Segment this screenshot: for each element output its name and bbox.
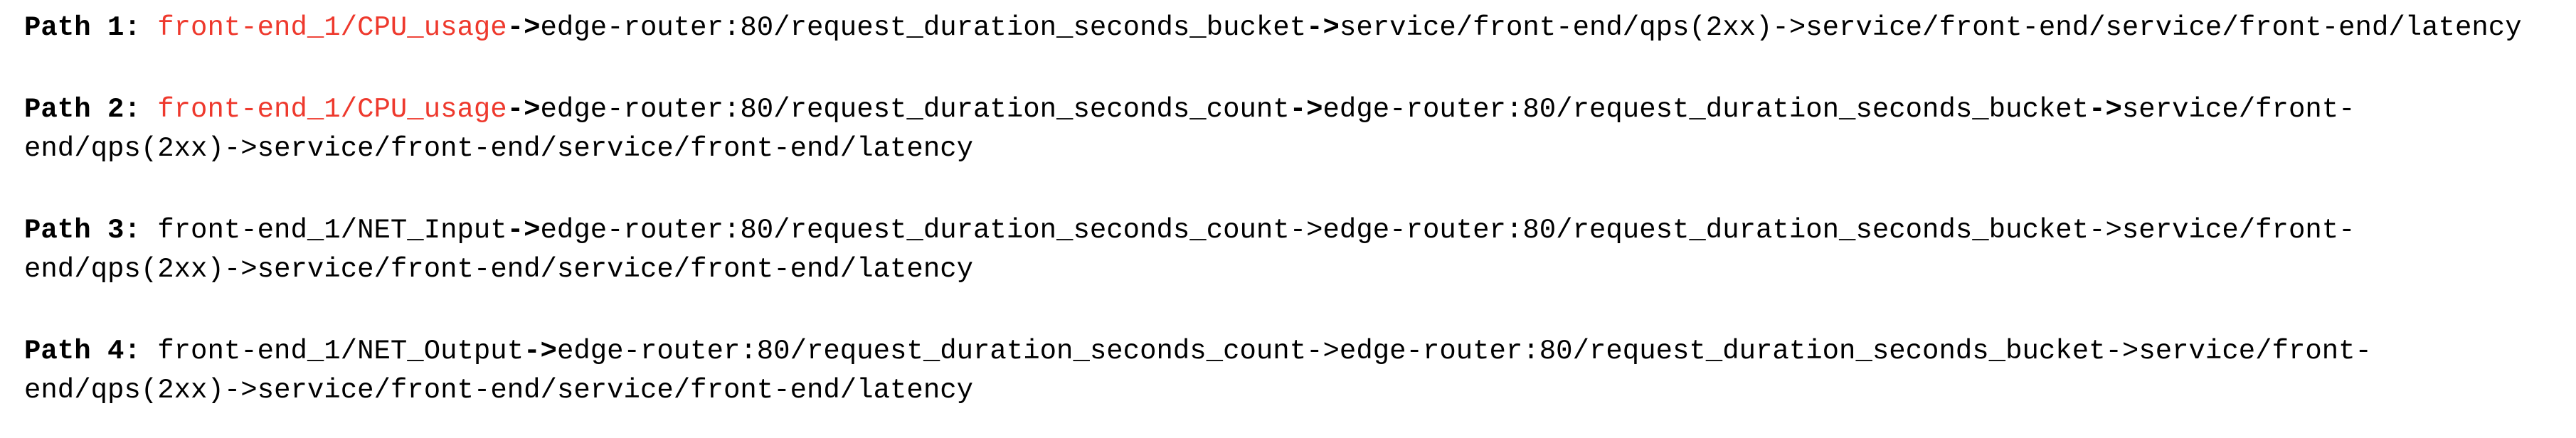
- metric-token: edge-router:80/request_duration_seconds_…: [540, 12, 1307, 43]
- path-row: Path 1: front-end_1/CPU_usage->edge-rout…: [24, 9, 2546, 48]
- arrow-token: ->: [1772, 12, 1806, 43]
- metric-token: service/front-end/qps(2xx): [1339, 12, 1773, 43]
- path-row: Path 2: front-end_1/CPU_usage->edge-rout…: [24, 90, 2546, 169]
- arrow-token: ->: [507, 94, 541, 125]
- metric-token: service/front-end/service/front-end/late…: [257, 375, 974, 406]
- metric-token: service/front-end/qps(2xx): [24, 215, 2355, 285]
- arrow-token: ->: [1289, 94, 1323, 125]
- metric-token: edge-router:80/request_duration_seconds_…: [1323, 215, 2089, 246]
- path-row: Path 3: front-end_1/NET_Input->edge-rout…: [24, 211, 2546, 289]
- metric-token: edge-router:80/request_duration_seconds_…: [540, 215, 1290, 246]
- path-label: Path 2:: [24, 94, 141, 125]
- metric-token: edge-router:80/request_duration_seconds_…: [1323, 94, 2089, 125]
- metric-token: service/front-end/service/front-end/late…: [1806, 12, 2522, 43]
- metric-token: service/front-end/qps(2xx): [24, 336, 2372, 406]
- arrow-token: ->: [507, 12, 541, 43]
- metric-token: edge-router:80/request_duration_seconds_…: [556, 336, 1307, 367]
- metric-token: service/front-end/service/front-end/late…: [257, 254, 974, 285]
- metric-token: front-end_1/CPU_usage: [157, 94, 507, 125]
- arrow-token: ->: [524, 336, 557, 367]
- metric-token: service/front-end/service/front-end/late…: [257, 133, 974, 164]
- metric-token: edge-router:80/request_duration_seconds_…: [540, 94, 1290, 125]
- arrow-token: ->: [1289, 215, 1323, 246]
- arrow-token: ->: [223, 375, 258, 406]
- metric-token: front-end_1/NET_Input: [157, 215, 507, 246]
- path-label: Path 1:: [24, 12, 141, 43]
- metric-token: front-end_1/NET_Output: [157, 336, 524, 367]
- arrow-token: ->: [1306, 12, 1340, 43]
- path-label: Path 4:: [24, 336, 141, 367]
- metric-token: edge-router:80/request_duration_seconds_…: [1339, 336, 2106, 367]
- arrow-token: ->: [2089, 94, 2122, 125]
- path-list: Path 1: front-end_1/CPU_usage->edge-rout…: [24, 9, 2546, 410]
- path-label: Path 3:: [24, 215, 141, 246]
- metric-token: service/front-end/qps(2xx): [24, 94, 2355, 164]
- path-row: Path 4: front-end_1/NET_Output->edge-rou…: [24, 332, 2546, 410]
- arrow-token: ->: [2089, 215, 2122, 246]
- arrow-token: ->: [223, 254, 258, 285]
- metric-token: front-end_1/CPU_usage: [157, 12, 507, 43]
- arrow-token: ->: [2105, 336, 2139, 367]
- arrow-token: ->: [223, 133, 258, 164]
- arrow-token: ->: [1306, 336, 1340, 367]
- arrow-token: ->: [507, 215, 541, 246]
